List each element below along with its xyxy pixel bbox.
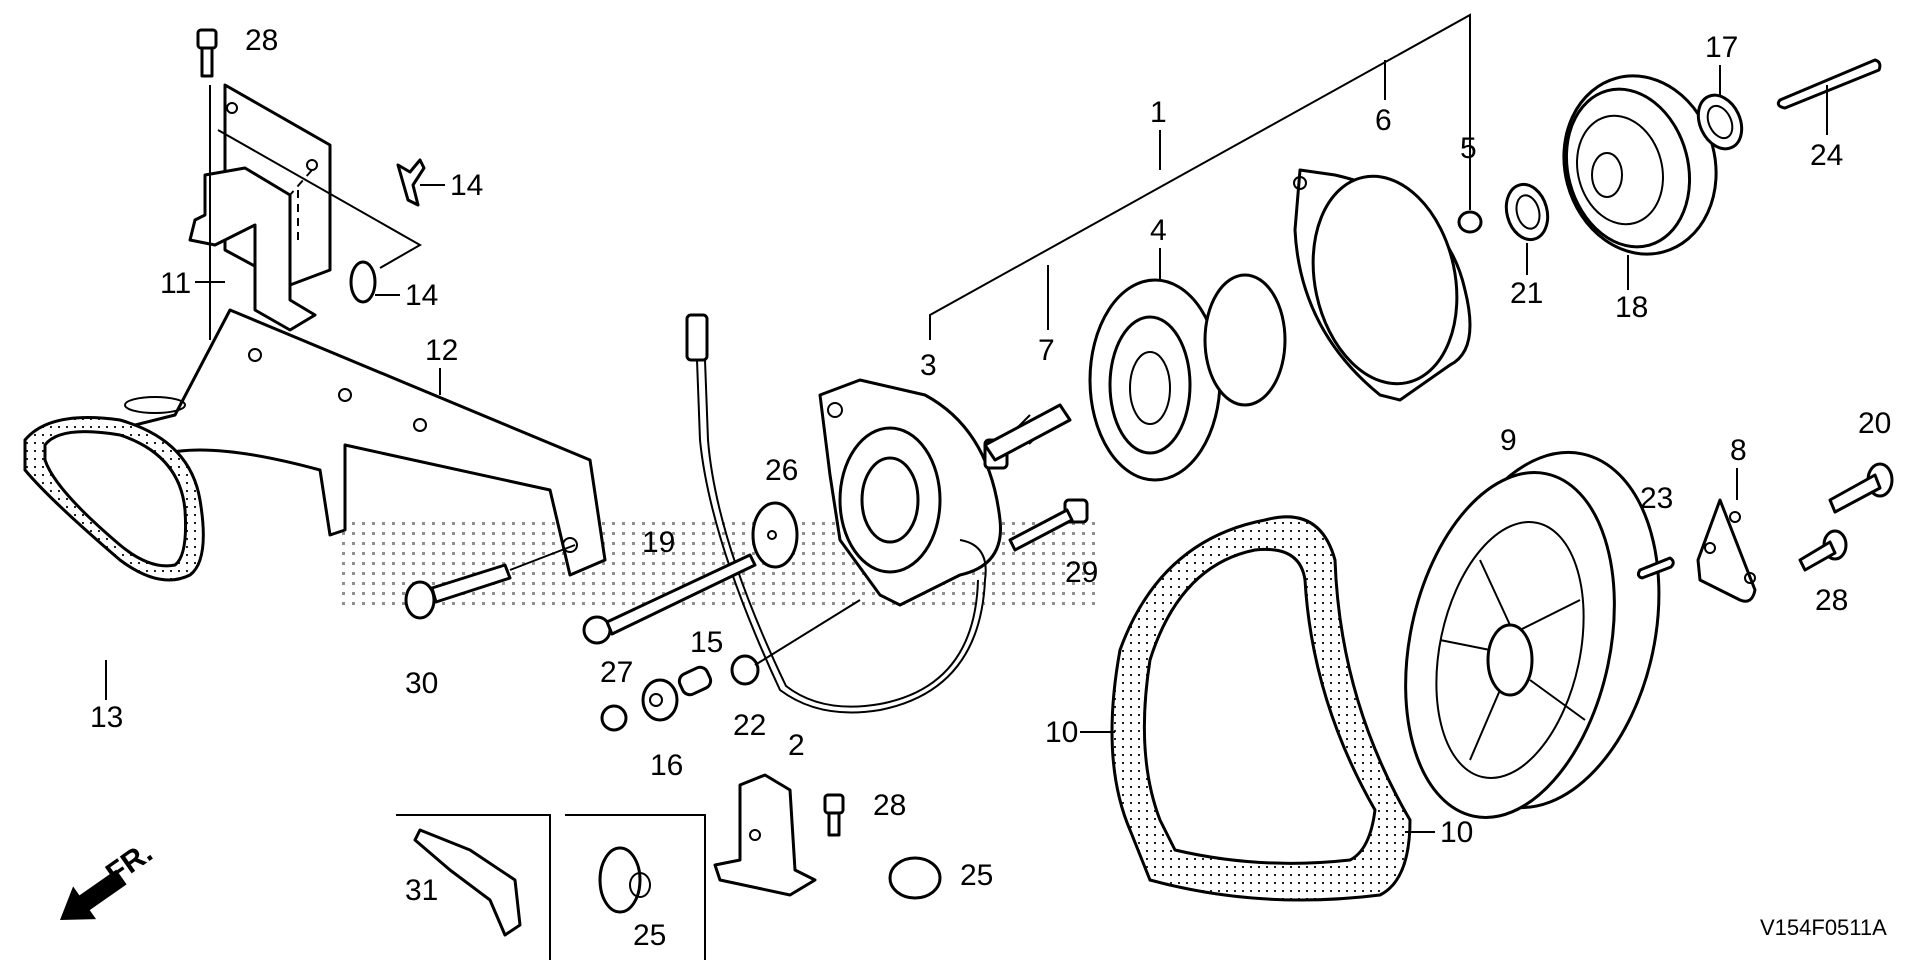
callout-21[interactable]: 21	[1510, 277, 1543, 310]
part-30-bolt[interactable]	[404, 544, 576, 620]
part-25-clamp-right[interactable]	[888, 856, 942, 900]
diagram-code: V154F0511A	[1760, 915, 1887, 940]
callout-10a[interactable]: 10	[1045, 716, 1078, 749]
callout-14b[interactable]: 14	[405, 279, 438, 312]
part-19-bolt[interactable]	[582, 553, 757, 645]
part-7-spring[interactable]	[983, 403, 1072, 462]
callout-2[interactable]: 2	[788, 729, 805, 762]
callout-29[interactable]: 29	[1065, 556, 1098, 589]
wire-harness[interactable]	[685, 313, 987, 714]
part-24-key[interactable]	[1776, 58, 1882, 110]
callout-18[interactable]: 18	[1615, 291, 1648, 324]
part-21-washer[interactable]	[1500, 180, 1553, 244]
part-8-plate[interactable]	[1696, 498, 1757, 603]
part-2-bracket[interactable]	[713, 773, 817, 897]
part-23-pin[interactable]	[1636, 556, 1675, 580]
part-4-clutch-hub[interactable]	[1088, 273, 1287, 482]
inset-box-31	[396, 814, 551, 960]
part-25-clamp-left[interactable]	[598, 846, 651, 914]
part-9-drive-pulley[interactable]	[1376, 431, 1690, 837]
inset-box-25	[565, 814, 706, 960]
callout-26[interactable]: 26	[765, 454, 798, 487]
callout-5[interactable]: 5	[1460, 132, 1477, 165]
callout-11[interactable]: 11	[160, 267, 191, 300]
callout-25a[interactable]: 25	[633, 919, 666, 952]
callout-24[interactable]: 24	[1810, 139, 1843, 172]
callout-3[interactable]: 3	[920, 349, 937, 382]
group-leader-1	[929, 13, 1471, 340]
callout-1[interactable]: 1	[1150, 96, 1167, 129]
part-18-pulley[interactable]	[1544, 59, 1735, 272]
part-14-wing-nut[interactable]	[396, 158, 426, 207]
part-13-cog-belt[interactable]	[23, 416, 205, 582]
callout-23[interactable]: 23	[1640, 482, 1673, 515]
callout-28a[interactable]: 28	[245, 24, 278, 57]
callout-30[interactable]: 30	[405, 667, 438, 700]
callout-15[interactable]: 15	[690, 626, 723, 659]
callout-6[interactable]: 6	[1375, 104, 1392, 137]
callout-9[interactable]: 9	[1500, 424, 1517, 457]
part-31-cable-tie[interactable]	[413, 828, 522, 937]
callout-12[interactable]: 12	[425, 334, 458, 367]
callout-7[interactable]: 7	[1038, 334, 1055, 367]
part-17-washer[interactable]	[1690, 88, 1750, 156]
part-14-clip[interactable]	[349, 260, 377, 304]
part-28-bolt-lower[interactable]	[823, 793, 845, 837]
callout-13[interactable]: 13	[90, 701, 123, 734]
part-27-nut[interactable]	[600, 704, 628, 732]
callout-16[interactable]: 16	[650, 749, 683, 782]
part-28-bolt-top[interactable]	[196, 28, 218, 78]
part-6-cover[interactable]	[1293, 163, 1475, 402]
part-28-bolt-right[interactable]	[1798, 529, 1848, 572]
part-5-nut[interactable]	[1457, 210, 1483, 234]
callout-10b[interactable]: 10	[1440, 816, 1473, 849]
leader-14	[217, 129, 423, 269]
callout-20[interactable]: 20	[1858, 407, 1891, 440]
part-22-collar[interactable]	[730, 599, 861, 686]
part-16-bushing[interactable]	[641, 678, 679, 722]
callout-31[interactable]: 31	[405, 874, 438, 907]
part-10-v-belt[interactable]	[1110, 515, 1412, 902]
part-11-bracket[interactable]	[188, 83, 332, 340]
part-15-collar[interactable]	[677, 665, 713, 698]
callout-19[interactable]: 19	[642, 526, 675, 559]
callouts: 1 2 3 4 5 6 7 8 9 10 10 11 12 13 14 14 1…	[90, 24, 1891, 952]
callout-28b[interactable]: 28	[1815, 584, 1848, 617]
part-20-bolt[interactable]	[1828, 462, 1894, 514]
callout-22[interactable]: 22	[733, 709, 766, 742]
callout-25b[interactable]: 25	[960, 859, 993, 892]
callout-28c[interactable]: 28	[873, 789, 906, 822]
callout-8[interactable]: 8	[1730, 434, 1747, 467]
part-26-spacer[interactable]	[751, 501, 799, 569]
part-29-bolt[interactable]	[1008, 498, 1089, 552]
front-direction-arrow-icon	[60, 869, 127, 920]
callout-17[interactable]: 17	[1705, 31, 1738, 64]
callout-14a[interactable]: 14	[450, 169, 483, 202]
callout-27[interactable]: 27	[600, 656, 633, 689]
callout-4[interactable]: 4	[1150, 214, 1167, 247]
